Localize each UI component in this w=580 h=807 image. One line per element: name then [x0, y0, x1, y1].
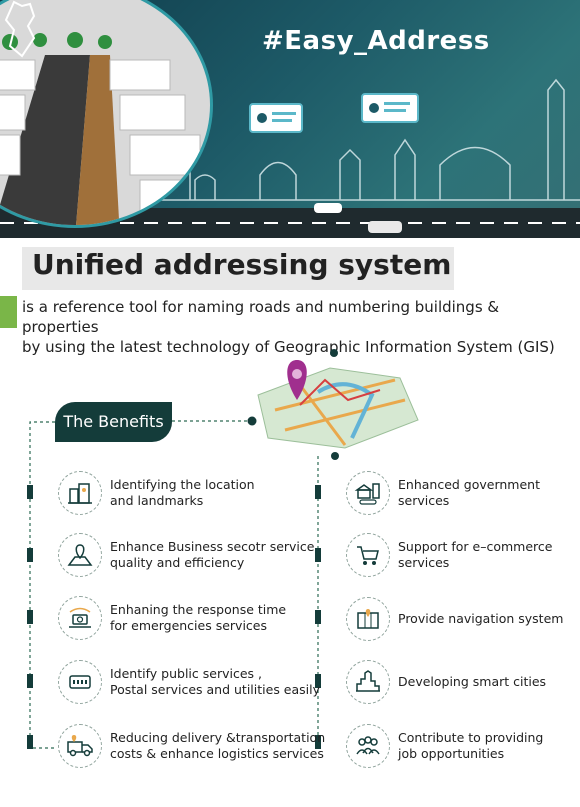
benefit-line-2: and landmarks — [110, 493, 204, 508]
timeline-marker — [315, 674, 321, 688]
oman-map-icon — [4, 0, 36, 58]
benefit-line-1: Enhaning the response time — [110, 602, 287, 617]
benefit-line-2: services — [398, 493, 450, 508]
benefit-line-2: costs & enhance logistics services — [110, 746, 324, 761]
benefit-line-1: Contribute to providing — [398, 730, 544, 745]
description-line-1: is a reference tool for naming roads and… — [22, 298, 500, 336]
page-title: Unified addressing system — [32, 248, 452, 281]
benefit-item-public-services: Identify public services ,Postal service… — [58, 660, 320, 704]
timeline-marker — [27, 610, 33, 624]
location-pin-icon — [287, 360, 307, 400]
benefit-line-1: Support for e–commerce — [398, 539, 553, 554]
benefit-line-2: job opportunities — [398, 746, 505, 761]
benefit-line-1: Developing smart cities — [398, 674, 547, 689]
people-group-icon — [346, 724, 390, 768]
emergency-camera-icon — [58, 596, 102, 640]
accent-bar — [0, 296, 17, 328]
benefit-line-2: for emergencies services — [110, 618, 267, 633]
benefit-line-1: Identifying the location — [110, 477, 255, 492]
hero-banner: #Easy_Address — [0, 0, 580, 238]
timeline-marker — [315, 485, 321, 499]
benefit-item-smart-cities: Developing smart cities — [346, 660, 546, 704]
timeline-marker — [27, 485, 33, 499]
shopping-cart-icon — [346, 533, 390, 577]
timeline-marker — [315, 610, 321, 624]
benefits-heading: The Benefits — [55, 402, 172, 442]
benefit-line-2: quality and efficiency — [110, 555, 245, 570]
business-chart-icon — [58, 533, 102, 577]
hero-illustration — [0, 0, 580, 238]
benefit-line-1: Identify public services , — [110, 666, 262, 681]
timeline-marker — [27, 548, 33, 562]
description-line-2: by using the latest technology of Geogra… — [22, 338, 555, 356]
smart-city-icon — [346, 660, 390, 704]
benefit-line-2: Postal services and utilities easily — [110, 682, 321, 697]
utility-meter-icon — [58, 660, 102, 704]
benefit-line-1: Reducing delivery &transportation — [110, 730, 326, 745]
benefit-line-1: Provide navigation system — [398, 611, 564, 626]
government-building-icon — [346, 471, 390, 515]
benefit-line-1: Enhanced government — [398, 477, 540, 492]
building-location-icon — [58, 471, 102, 515]
benefit-item-navigation: Provide navigation system — [346, 597, 563, 641]
timeline-marker — [315, 548, 321, 562]
timeline-marker — [27, 735, 33, 749]
title-banner: Unified addressing system — [22, 247, 454, 290]
map-illustration — [247, 349, 419, 460]
timeline-marker — [315, 735, 321, 749]
navigation-map-icon — [346, 597, 390, 641]
benefit-line-2: services — [398, 555, 450, 570]
timeline-marker — [27, 674, 33, 688]
benefit-line-1: Enhance Business secotr service — [110, 539, 315, 554]
delivery-truck-icon — [58, 724, 102, 768]
description: is a reference tool for naming roads and… — [22, 297, 572, 357]
hashtag-title: #Easy_Address — [262, 26, 490, 56]
